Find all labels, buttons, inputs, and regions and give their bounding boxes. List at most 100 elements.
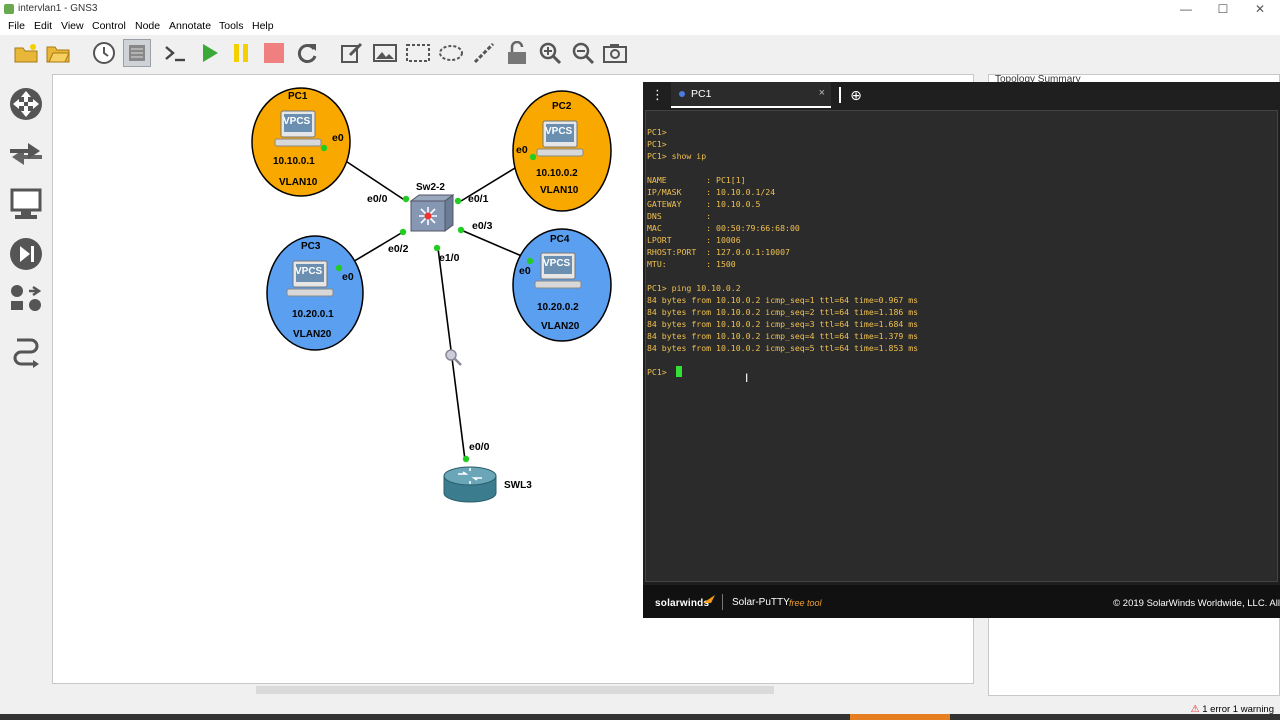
window-title: intervlan1 - GNS3 — [18, 3, 98, 14]
pc4-vpcs-icon[interactable] — [534, 252, 582, 289]
browse-security-devices-icon[interactable] — [8, 236, 44, 272]
menu-annotate[interactable]: Annotate — [169, 20, 212, 32]
terminal-line: MAC : 00:50:79:66:68:00 — [647, 223, 800, 233]
new-project-icon[interactable] — [12, 39, 40, 67]
pc3-vpcs-icon[interactable] — [286, 260, 334, 297]
screenshot-camera-icon[interactable] — [601, 39, 629, 67]
topology-svg — [251, 87, 612, 503]
menu-file[interactable]: File — [8, 20, 25, 32]
zoom-in-icon[interactable] — [536, 39, 564, 67]
terminal-line: LPORT : 10006 — [647, 235, 741, 245]
terminal-line: IP/MASK : 10.10.0.1/24 — [647, 187, 776, 197]
free-tool-label: free tool — [789, 598, 822, 608]
taskbar-active-item[interactable] — [850, 714, 950, 720]
pc1-vlan: VLAN10 — [279, 177, 318, 188]
sw-port-e02-label: e0/2 — [388, 243, 409, 255]
terminal-line: PC1> — [647, 127, 667, 137]
sw-e02-status-dot — [399, 228, 407, 236]
terminal-tab-pc1[interactable]: PC1 × — [671, 82, 831, 108]
close-tab-icon[interactable]: × — [818, 87, 825, 99]
pc1-e0-status-dot — [320, 144, 328, 152]
close-window-button[interactable]: ✕ — [1254, 2, 1266, 16]
pc2-vpcs-icon[interactable] — [536, 120, 584, 157]
sw-port-e00-label: e0/0 — [367, 193, 388, 205]
add-link-icon[interactable] — [8, 336, 44, 372]
copyright-text: © 2019 SolarWinds Worldwide, LLC. All — [1113, 598, 1280, 609]
kebab-menu-icon[interactable]: ⋮ — [651, 87, 664, 102]
swl3-e00-status-dot — [462, 455, 470, 463]
terminal-line: PC1> ping 10.10.0.2 — [647, 283, 741, 293]
terminal-line: PC1> — [647, 139, 667, 149]
terminal-output[interactable]: PC1> PC1> PC1> show ip NAME : PC1[1] IP/… — [645, 110, 1278, 582]
snapshot-clock-icon[interactable] — [90, 39, 118, 67]
browse-routers-icon[interactable] — [8, 86, 44, 122]
switch-sw2-2-icon[interactable] — [409, 194, 455, 232]
switch-name: Sw2-2 — [416, 182, 445, 193]
browse-all-devices-icon[interactable] — [8, 282, 44, 318]
pc4-iface-label: e0 — [519, 265, 531, 277]
pc3-ip: 10.20.0.1 — [292, 309, 334, 320]
draw-rectangle-icon[interactable] — [404, 39, 432, 67]
pc1-name: PC1 — [288, 91, 308, 102]
start-all-icon[interactable] — [195, 39, 223, 67]
main-toolbar — [0, 36, 640, 70]
zoom-out-icon[interactable] — [569, 39, 597, 67]
draw-line-icon[interactable] — [470, 39, 498, 67]
solar-putty-window: ⋮ PC1 × ⊕ PC1> PC1> PC1> show ip NAME : … — [643, 82, 1280, 618]
mouse-ibeam-cursor-icon: I — [745, 371, 749, 385]
terminal-line: 84 bytes from 10.10.0.2 icmp_seq=5 ttl=6… — [647, 343, 919, 353]
minimize-button[interactable]: — — [1180, 2, 1192, 16]
add-note-icon[interactable] — [338, 39, 366, 67]
pc2-name: PC2 — [552, 101, 572, 112]
pc4-ip: 10.20.0.2 — [537, 302, 579, 313]
footer-separator — [722, 594, 723, 610]
pc1-iface-label: e0 — [332, 132, 344, 144]
suspend-all-icon[interactable] — [227, 39, 255, 67]
reload-all-icon[interactable] — [293, 39, 321, 67]
terminal-cursor — [676, 366, 682, 377]
terminal-prompt: PC1> — [647, 367, 672, 377]
insert-picture-icon[interactable] — [371, 39, 399, 67]
sw-e03-status-dot — [457, 226, 465, 234]
lock-unlock-icon[interactable] — [503, 39, 531, 67]
session-status-dot — [679, 91, 685, 97]
pc1-vpcs-icon[interactable] — [274, 110, 322, 147]
menu-edit[interactable]: Edit — [34, 20, 53, 32]
pc2-e0-status-dot — [529, 153, 537, 161]
swl3-port-e00-label: e0/0 — [469, 441, 490, 453]
show-interface-labels-icon[interactable] — [123, 39, 151, 67]
browse-end-devices-icon[interactable] — [8, 186, 44, 222]
draw-ellipse-icon[interactable] — [437, 39, 465, 67]
add-session-icon[interactable]: ⊕ — [850, 87, 862, 103]
terminal-line: MTU: : 1500 — [647, 259, 736, 269]
terminal-line: PC1> show ip — [647, 151, 707, 161]
terminal-line: 84 bytes from 10.10.0.2 icmp_seq=4 ttl=6… — [647, 331, 919, 341]
tab-separator — [839, 87, 841, 103]
menu-view[interactable]: View — [61, 20, 84, 32]
pc4-name: PC4 — [550, 234, 570, 245]
pc4-vlan: VLAN20 — [541, 321, 580, 332]
error-status[interactable]: ⚠ 1 error 1 warning — [1191, 704, 1274, 715]
packet-capture-icon[interactable] — [445, 349, 462, 366]
open-project-icon[interactable] — [44, 39, 72, 67]
menu-node[interactable]: Node — [135, 20, 161, 32]
console-all-icon[interactable] — [161, 39, 189, 67]
menu-help[interactable]: Help — [252, 20, 274, 32]
canvas-horizontal-scrollbar[interactable] — [52, 684, 974, 696]
warning-icon: ⚠ — [1190, 704, 1200, 715]
maximize-button[interactable]: ☐ — [1217, 2, 1229, 16]
horizontal-scroll-thumb[interactable] — [256, 686, 774, 694]
router-swl3-icon[interactable] — [443, 466, 497, 503]
sw-port-e10-label: e1/0 — [439, 252, 460, 264]
stop-all-icon[interactable] — [260, 39, 288, 67]
browse-switches-icon[interactable] — [8, 136, 44, 172]
pc3-name: PC3 — [301, 241, 321, 252]
terminal-tab-bar: ⋮ PC1 × ⊕ — [643, 82, 1280, 108]
menu-control[interactable]: Control — [92, 20, 126, 32]
terminal-line: GATEWAY : 10.10.0.5 — [647, 199, 761, 209]
gns3-app-icon — [4, 4, 14, 14]
menu-tools[interactable]: Tools — [219, 20, 244, 32]
pc3-vlan: VLAN20 — [293, 329, 332, 340]
link-pc4-sw[interactable] — [460, 229, 532, 261]
pc4-e0-status-dot — [526, 257, 534, 265]
